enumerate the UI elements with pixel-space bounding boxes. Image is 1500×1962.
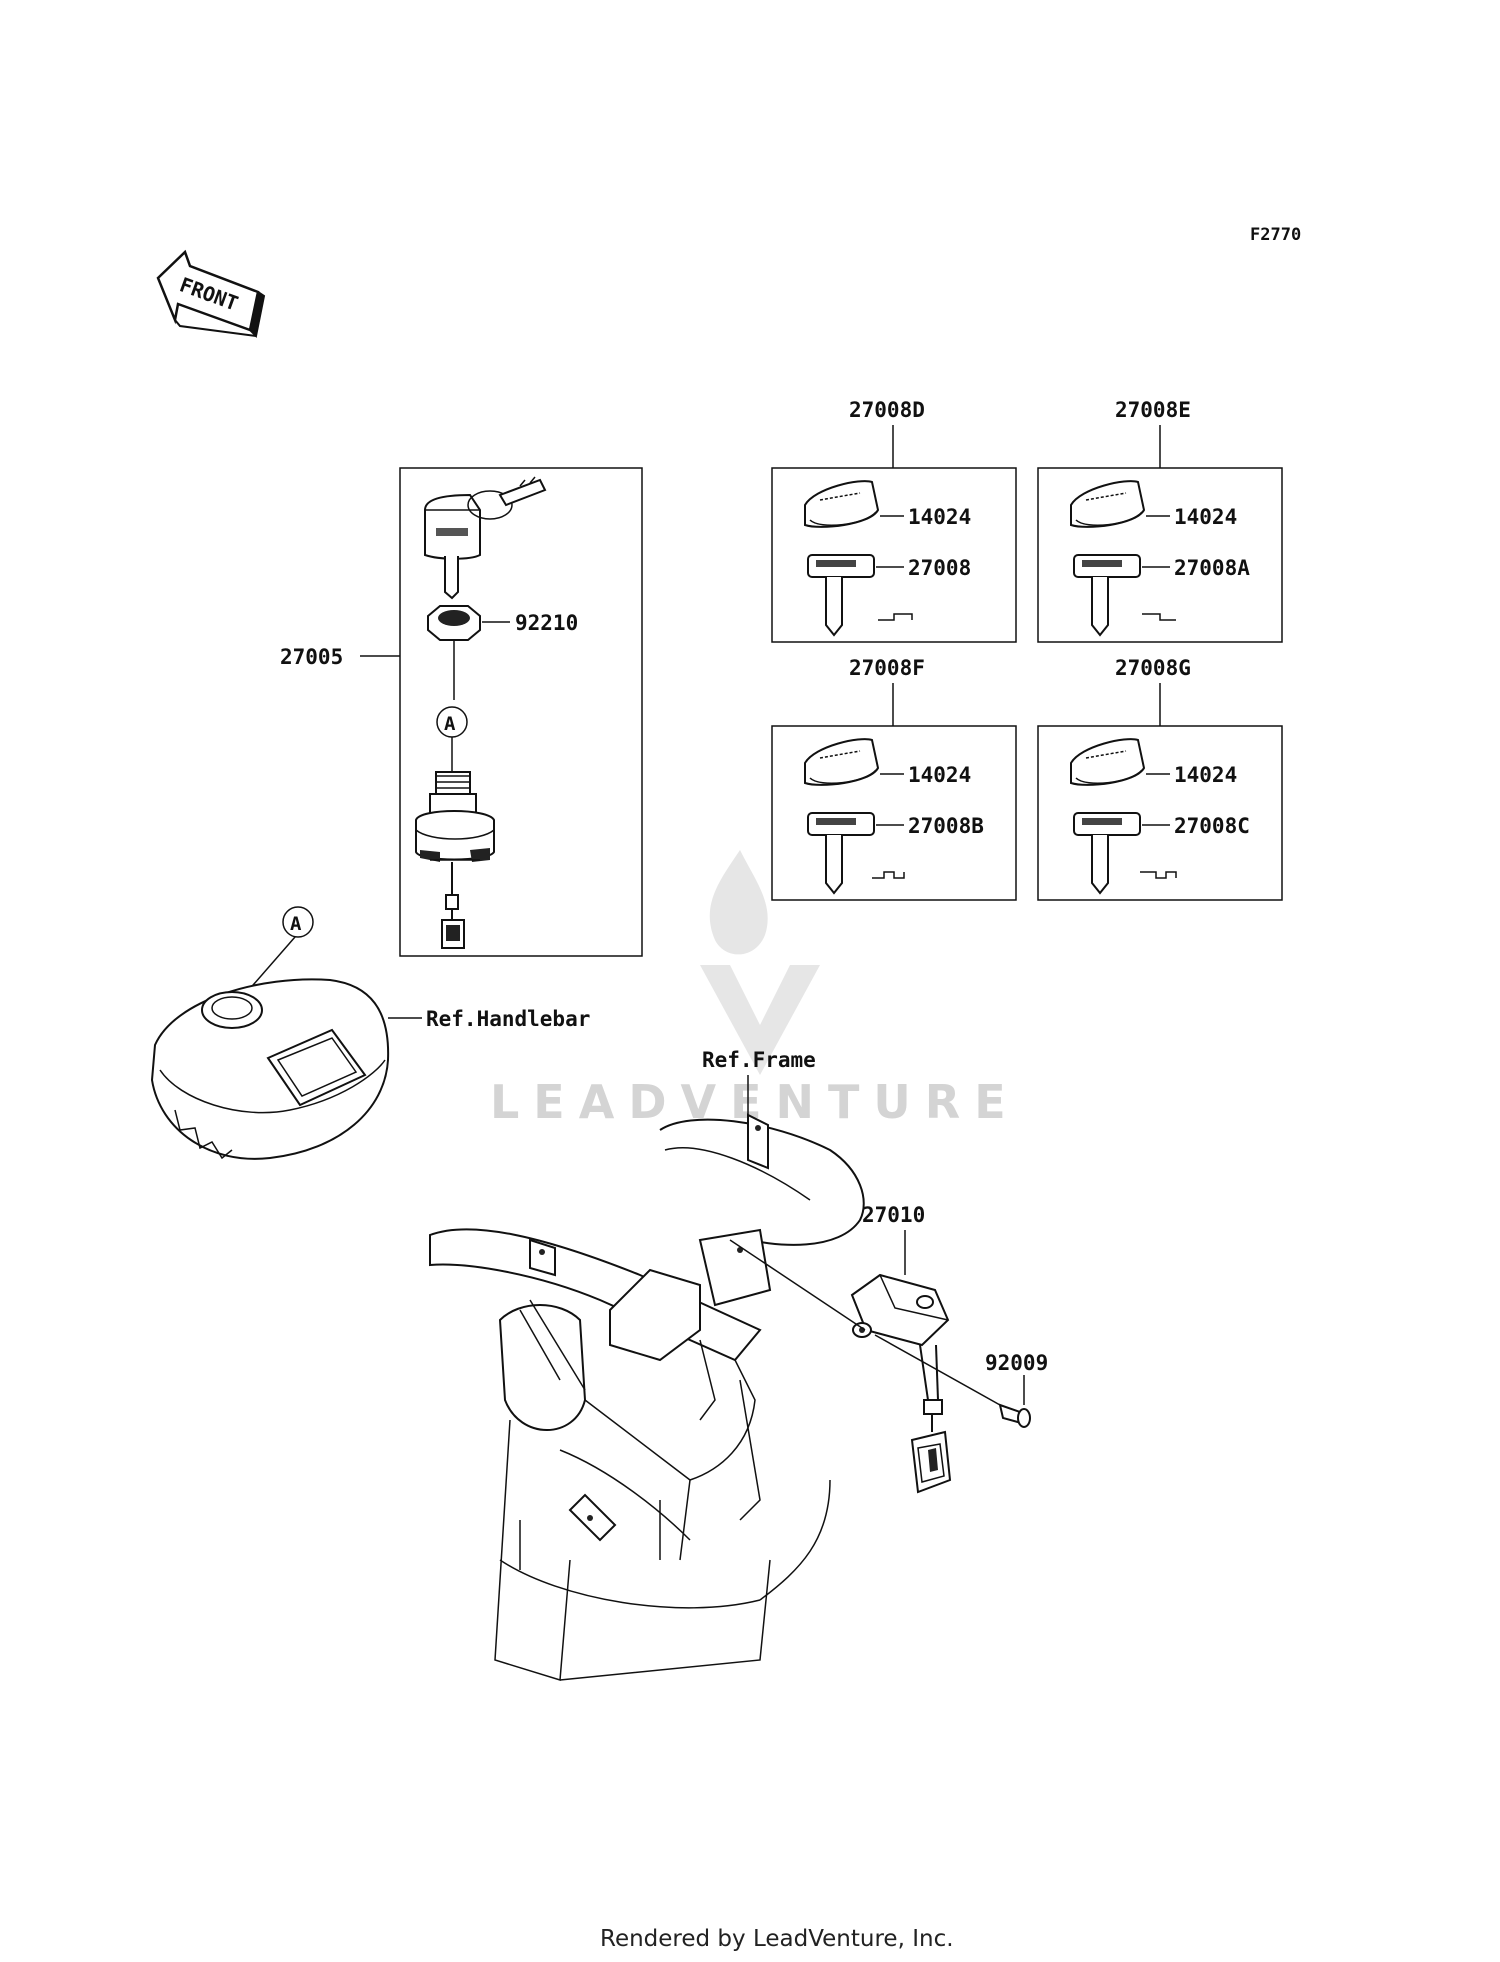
label-27008B: 27008B xyxy=(908,814,984,838)
label-27008G: 27008G xyxy=(1115,656,1191,680)
footer-credit: Rendered by LeadVenture, Inc. xyxy=(600,1926,954,1952)
label-14024-f: 14024 xyxy=(908,763,971,787)
kit-27005-box: A xyxy=(399,467,643,957)
part-92009: 92009 xyxy=(874,1334,1048,1428)
label-14024-g: 14024 xyxy=(1174,763,1237,787)
kit-27008D-box: 27008D 14024 27008 xyxy=(771,398,1017,643)
callout-a-kit: A xyxy=(444,713,456,735)
label-27005: 27005 xyxy=(280,645,343,669)
watermark: LEADVENTURE xyxy=(490,850,1006,1129)
label-27008E: 27008E xyxy=(1115,398,1191,422)
label-27008A: 27008A xyxy=(1174,556,1250,580)
label-14024-d: 14024 xyxy=(908,505,971,529)
ref-handlebar-label: Ref.Handlebar xyxy=(426,1007,590,1031)
figure-code: F2770 xyxy=(1250,225,1301,245)
label-92210: 92210 xyxy=(515,611,578,635)
handlebar-cover: A Ref.Handlebar xyxy=(150,906,590,1160)
label-27008C: 27008C xyxy=(1174,814,1250,838)
ref-frame-label: Ref.Frame xyxy=(702,1048,816,1072)
label-27008D: 27008D xyxy=(849,398,925,422)
label-27008: 27008 xyxy=(908,556,971,580)
part-27010: 27010 xyxy=(729,1203,952,1494)
kit-27008G-box: 27008G 14024 27008C xyxy=(1037,656,1283,901)
label-14024-e: 14024 xyxy=(1174,505,1237,529)
frame-assembly: Ref.Frame xyxy=(429,1048,865,1681)
callout-a-handlebar: A xyxy=(290,913,302,935)
kit-27008F-box: 27008F 14024 27008B xyxy=(771,656,1017,901)
front-arrow-icon: FRONT xyxy=(156,249,266,339)
kit-27008E-box: 27008E 14024 27008A xyxy=(1037,398,1283,643)
label-27010: 27010 xyxy=(862,1203,925,1227)
label-92009: 92009 xyxy=(985,1351,1048,1375)
label-27008F: 27008F xyxy=(849,656,925,680)
